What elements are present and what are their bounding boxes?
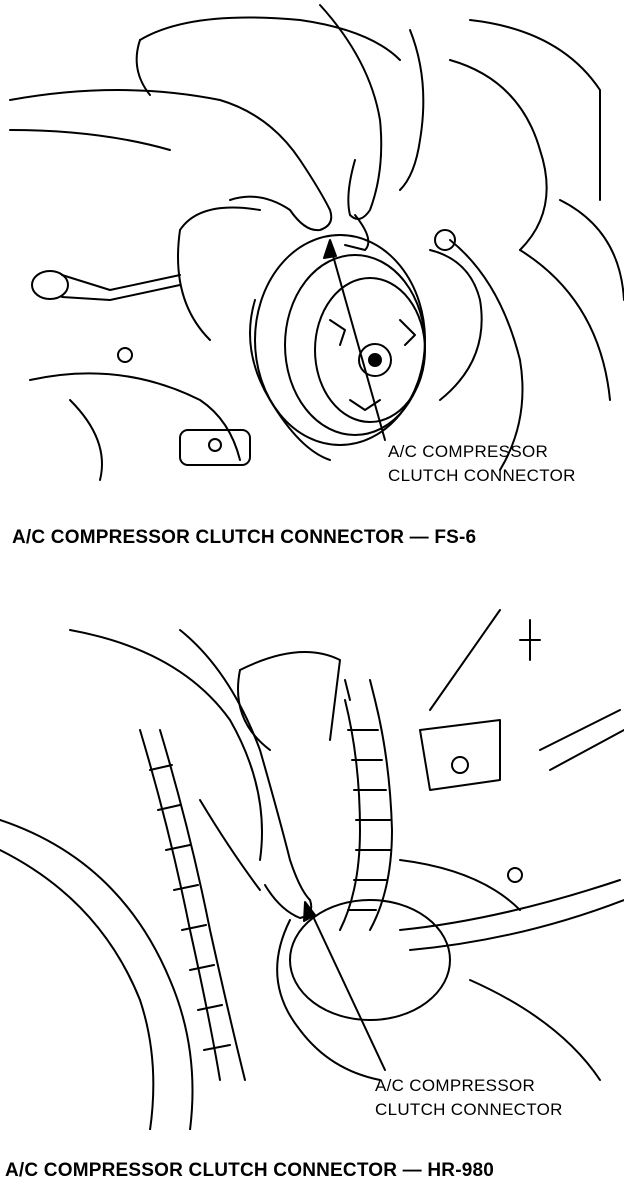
- callout-line-2: CLUTCH CONNECTOR: [388, 466, 576, 485]
- hand: [179, 629, 313, 919]
- engine-background: [0, 619, 624, 1130]
- callout-line-1: A/C COMPRESSOR: [375, 1076, 536, 1095]
- caption-fs6: A/C COMPRESSOR CLUTCH CONNECTOR — FS-6: [12, 527, 477, 548]
- wrench-tool: [31, 270, 181, 301]
- caption-hr980: A/C COMPRESSOR CLUTCH CONNECTOR — HR-980: [5, 1160, 495, 1181]
- corrugated-hoses: [139, 609, 501, 1081]
- callout-arrowhead: [303, 901, 316, 922]
- callout-label-hr980: A/C COMPRESSOR CLUTCH CONNECTOR: [375, 1074, 563, 1122]
- callout-line-1: A/C COMPRESSOR: [388, 442, 549, 461]
- illustration-fs6: [9, 4, 624, 481]
- callout-arrow-line: [309, 909, 386, 1071]
- callout-arrowhead: [323, 239, 337, 259]
- callout-label-fs6: A/C COMPRESSOR CLUTCH CONNECTOR: [388, 440, 576, 488]
- engine-background: [29, 16, 624, 481]
- hands: [9, 4, 425, 251]
- callout-arrow-line: [329, 244, 386, 441]
- illustration-hr980: [0, 609, 624, 1130]
- compressor-clutch: [249, 229, 483, 461]
- callout-line-2: CLUTCH CONNECTOR: [375, 1100, 563, 1119]
